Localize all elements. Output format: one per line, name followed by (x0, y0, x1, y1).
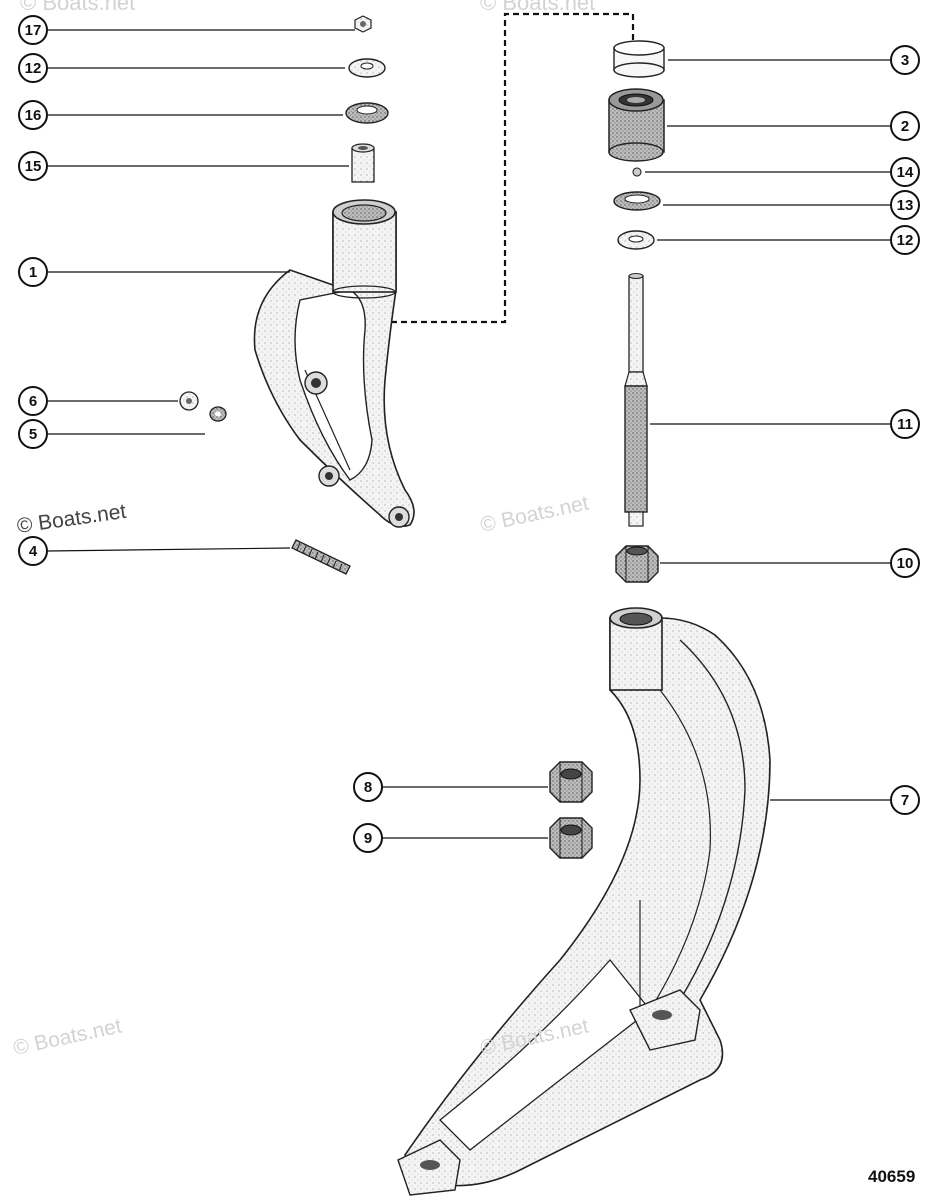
callout-number: 7 (901, 792, 909, 809)
document-number: 40659 (868, 1167, 915, 1186)
callout-number: 8 (364, 779, 372, 796)
callout-number: 13 (897, 197, 914, 214)
callout-number: 3 (901, 52, 909, 69)
callout-c13: 13 (890, 190, 920, 220)
watermark-faded-top-left: © Boats.net (20, 0, 135, 15)
callout-number: 4 (29, 543, 38, 560)
watermark-primary: © Boats.net (15, 500, 127, 538)
part-5-lockwasher (209, 406, 227, 422)
callout-circle (18, 257, 48, 287)
callout-c5: 5 (18, 419, 48, 449)
callout-number: 12 (897, 232, 914, 249)
callout-circle (18, 100, 48, 130)
part-8-hex-nut (549, 761, 593, 803)
callout-circle (890, 190, 920, 220)
callout-c16: 16 (18, 100, 48, 130)
callout-number: 11 (897, 416, 913, 433)
callout-circle (890, 111, 920, 141)
callout-number: 16 (25, 107, 42, 124)
callout-circle (353, 823, 383, 853)
callout-c17: 17 (18, 15, 48, 45)
callout-c10: 10 (890, 548, 920, 578)
callout-c9: 9 (353, 823, 383, 853)
callout-c3: 3 (890, 45, 920, 75)
callout-c7: 7 (890, 785, 920, 815)
callout-number: 10 (897, 555, 914, 572)
callout-circle (890, 785, 920, 815)
callout-c2: 2 (890, 111, 920, 141)
callout-circle (890, 548, 920, 578)
part-9-hex-nut (549, 817, 593, 859)
callout-circle (18, 15, 48, 45)
part-2-bearing (608, 88, 665, 162)
part-6-cap-nut (179, 391, 199, 411)
callout-circle (890, 157, 920, 187)
watermark-faded-top-center: © Boats.net (480, 0, 595, 15)
callout-c15: 15 (18, 151, 48, 181)
part-12-washer-right (617, 230, 655, 250)
callout-number: 14 (897, 164, 914, 181)
part-15-bushing (351, 143, 375, 183)
callout-c11: 11 (890, 409, 920, 439)
part-11-shaft (624, 273, 648, 527)
callout-c12b: 12 (890, 225, 920, 255)
callout-circle (18, 53, 48, 83)
callout-circle (18, 536, 48, 566)
callout-number: 6 (29, 393, 37, 410)
callout-circle (18, 151, 48, 181)
callout-number: 12 (25, 60, 42, 77)
part-14-ball (632, 167, 642, 177)
callout-circle (890, 45, 920, 75)
part-12-washer (348, 58, 386, 78)
part-4-stud (291, 539, 351, 575)
callout-number: 15 (25, 158, 42, 175)
watermark-faded-middle: © Boats.net (478, 491, 591, 536)
part-17-nut (354, 15, 372, 33)
callout-number: 9 (364, 830, 372, 847)
callout-c1: 1 (18, 257, 48, 287)
callout-number: 2 (901, 118, 909, 135)
callout-c8: 8 (353, 772, 383, 802)
callout-number: 1 (29, 264, 37, 281)
callout-number: 5 (29, 426, 37, 443)
callout-c14: 14 (890, 157, 920, 187)
callout-circle (890, 409, 920, 439)
callout-c12a: 12 (18, 53, 48, 83)
part-3-sleeve (613, 40, 665, 78)
leader-lines (47, 29, 890, 839)
callout-c6: 6 (18, 386, 48, 416)
callout-circle (18, 419, 48, 449)
part-7-arm (397, 607, 771, 1196)
callout-circle (890, 225, 920, 255)
callout-number: 17 (25, 22, 42, 39)
callout-circle (353, 772, 383, 802)
assembly-dashed-line (365, 12, 635, 324)
watermark-faded-bottom-left: © Boats.net (11, 1014, 124, 1059)
callout-c4: 4 (18, 536, 48, 566)
part-1-bracket (253, 199, 415, 528)
part-16-seal (345, 102, 389, 124)
part-13-seal (613, 191, 661, 211)
callout-circle (18, 386, 48, 416)
part-10-hex-nut (615, 545, 659, 583)
